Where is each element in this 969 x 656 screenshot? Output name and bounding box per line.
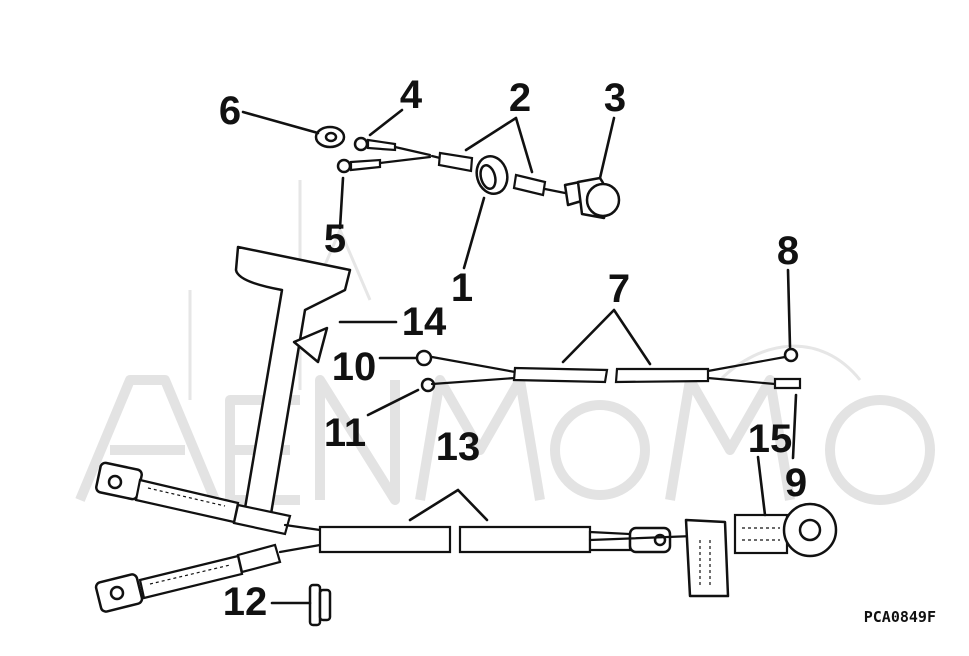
part-decal-14 bbox=[234, 245, 352, 522]
watermark-logo bbox=[75, 180, 935, 505]
part-boot-3 bbox=[563, 176, 621, 220]
callout-11: 11 bbox=[324, 411, 366, 455]
part-harness-7 bbox=[415, 347, 802, 393]
drawing-code: PCA0849F bbox=[864, 608, 936, 626]
callout-14: 14 bbox=[402, 300, 447, 344]
callout-5: 5 bbox=[324, 217, 346, 261]
part-connector-2 bbox=[430, 151, 567, 197]
part-battery-cable-13 bbox=[94, 461, 838, 613]
callout-3: 3 bbox=[604, 76, 626, 120]
callout-9: 9 bbox=[785, 461, 807, 505]
callout-13: 13 bbox=[436, 425, 481, 469]
part-ring-terminal-4 bbox=[353, 136, 432, 157]
callout-15: 15 bbox=[748, 417, 793, 461]
callout-2: 2 bbox=[509, 76, 531, 120]
callout-8: 8 bbox=[777, 229, 799, 273]
callout-12: 12 bbox=[223, 580, 268, 624]
callout-4: 4 bbox=[400, 73, 423, 117]
callout-7: 7 bbox=[608, 267, 630, 311]
part-grommet-12 bbox=[308, 583, 332, 627]
part-sleeve-1 bbox=[475, 154, 509, 196]
callout-10: 10 bbox=[332, 345, 377, 389]
callout-6: 6 bbox=[219, 89, 241, 133]
part-grommet-6 bbox=[314, 125, 346, 149]
part-ring-terminal-5 bbox=[336, 155, 432, 174]
callout-1: 1 bbox=[451, 266, 473, 310]
